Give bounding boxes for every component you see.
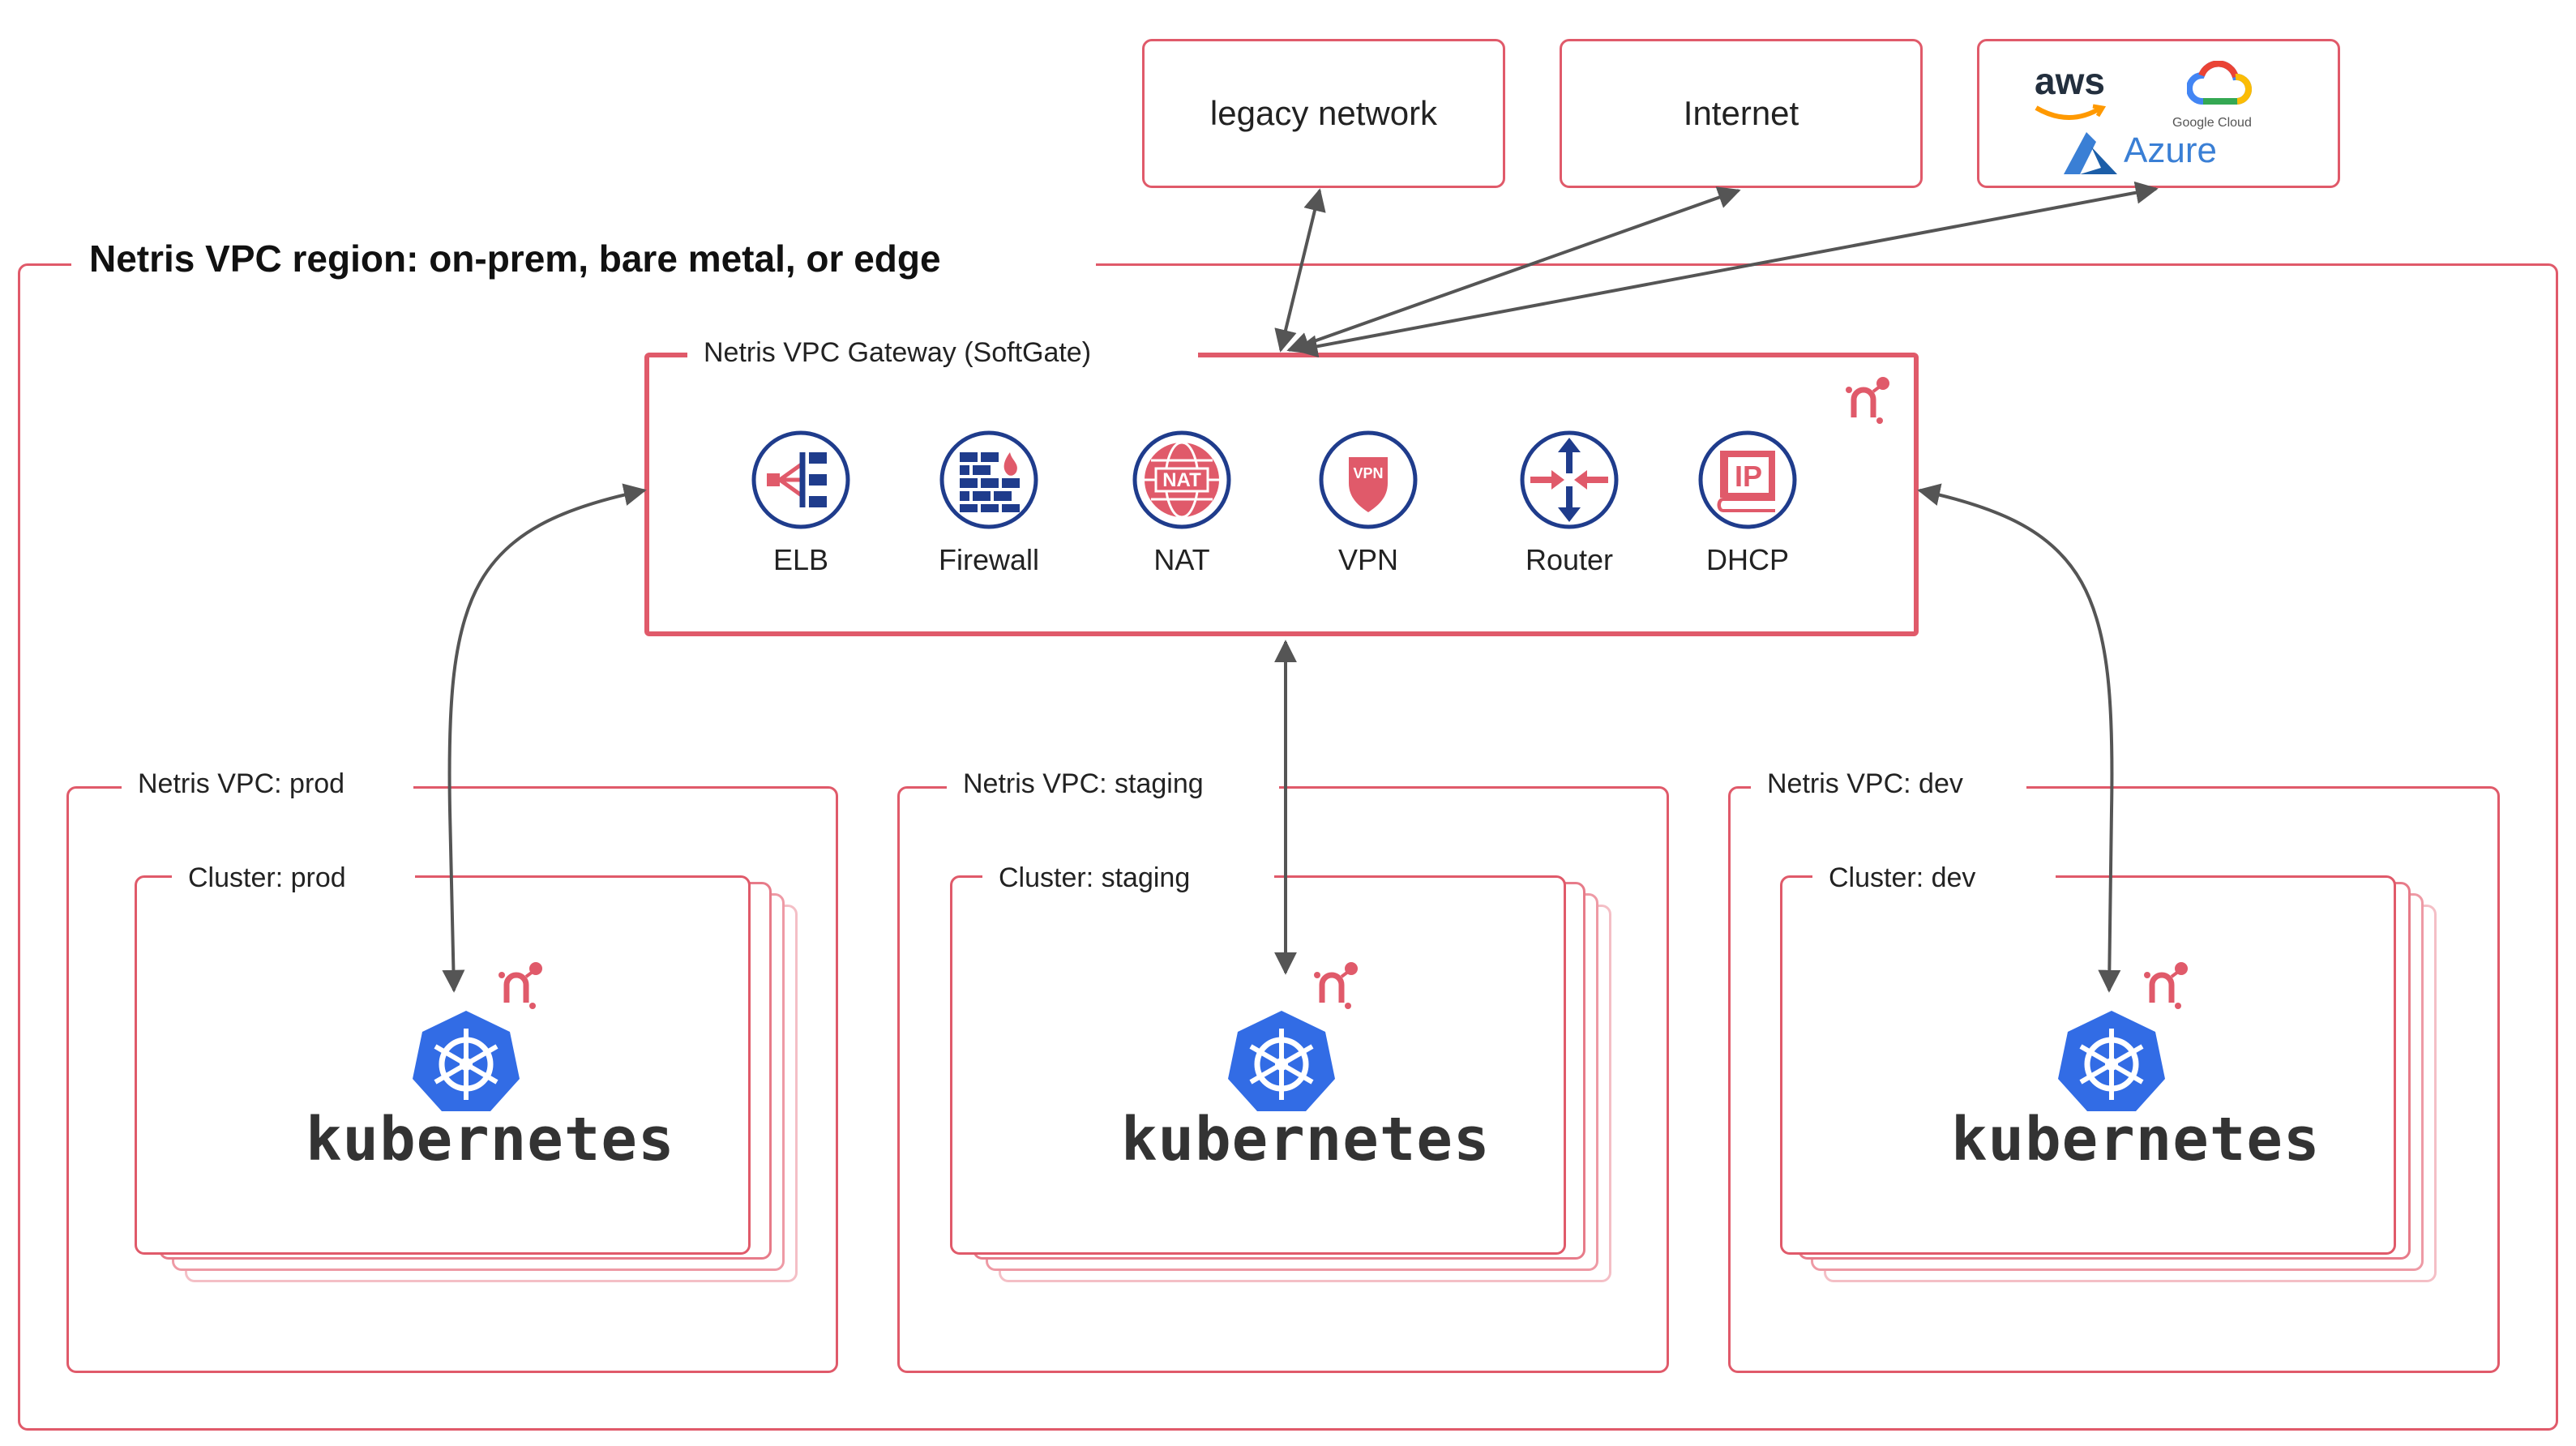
gateway-title: Netris VPC Gateway (SoftGate) [687,337,1198,369]
ip-dhcp-icon: IP [1698,430,1797,529]
service-label: NAT [1153,543,1210,576]
google-cloud-icon [2187,61,2252,105]
kubernetes-icon [413,1011,520,1111]
kubernetes-icon [1228,1011,1335,1111]
netris-logo-icon [2144,962,2188,1009]
service-label: VPN [1337,543,1399,576]
vpc-title: Netris VPC: staging [947,768,1279,800]
load-balancer-icon [751,430,850,529]
vpc-title: Netris VPC: prod [122,768,413,800]
internet-box: Internet [1560,39,1923,188]
svg-text:VPN: VPN [1353,465,1383,481]
aws-smile-icon [2035,104,2106,120]
azure-icon [2064,132,2117,174]
region-title: Netris VPC region: on-prem, bare metal, … [71,237,1096,280]
firewall-icon [939,430,1038,529]
cluster-title: Cluster: prod [172,862,415,894]
legacy-network-box: legacy network [1142,39,1505,188]
service-dhcp: IP DHCP [1667,428,1829,577]
vpn-shield-icon: VPN [1319,430,1418,529]
legacy-network-label: legacy network [1209,94,1438,132]
netris-logo-icon [499,962,542,1009]
public-cloud-box: aws Google Cloud Azure [1977,39,2340,188]
service-nat: NAT NAT [1101,428,1263,577]
cluster-prod: kubernetes [135,875,751,1255]
google-cloud-label: Google Cloud [2172,116,2252,130]
aws-logo: aws [2035,60,2105,102]
kubernetes-wordmark: kubernetes [1121,1105,1491,1174]
service-label: Router [1525,543,1614,576]
kubernetes-wordmark: kubernetes [306,1105,675,1174]
netris-logo-icon [1846,377,1889,424]
azure-label: Azure [2124,130,2217,170]
netris-logo-icon [1314,962,1358,1009]
service-label: DHCP [1705,543,1789,576]
cluster-staging: kubernetes [950,875,1566,1255]
cluster-dev: kubernetes [1780,875,2396,1255]
svg-text:NAT: NAT [1162,469,1201,491]
internet-label: Internet [1683,94,1799,132]
svg-text:IP: IP [1735,460,1762,493]
kubernetes-icon [2058,1011,2165,1111]
service-label: Firewall [938,543,1039,576]
service-vpn: VPN VPN [1287,428,1449,577]
cluster-title: Cluster: dev [1812,862,2056,894]
cluster-title: Cluster: staging [982,862,1274,894]
service-firewall: Firewall [908,428,1070,577]
nat-icon: NAT [1132,430,1231,529]
service-label: ELB [772,543,829,576]
service-elb: ELB [720,428,882,577]
service-router: Router [1488,428,1650,577]
vpc-title: Netris VPC: dev [1751,768,2026,800]
kubernetes-wordmark: kubernetes [1951,1105,2321,1174]
router-icon [1520,430,1619,529]
